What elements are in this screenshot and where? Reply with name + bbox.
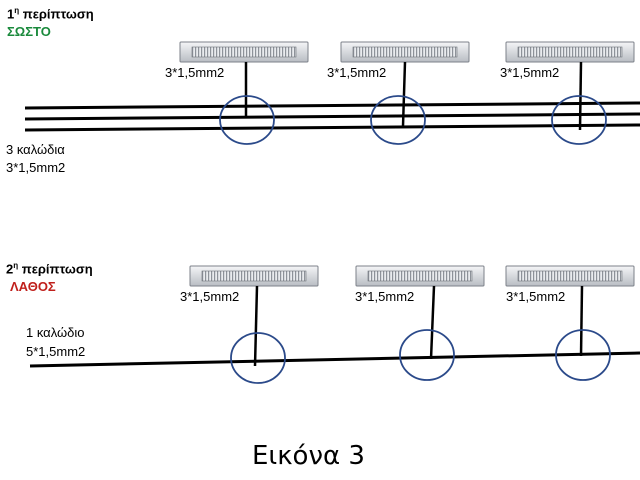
fixture-label-1: 3*1,5mm2 bbox=[165, 65, 225, 80]
cable-2 bbox=[24, 112, 640, 121]
light-fixture-5 bbox=[355, 265, 485, 287]
junction-circle-6 bbox=[555, 329, 611, 381]
drop-wire-4 bbox=[253, 285, 259, 367]
case2-cable-spec: 5*1,5mm2 bbox=[26, 344, 86, 359]
case2-status: ΛΑΘΟΣ bbox=[10, 279, 56, 294]
drop-wire-2 bbox=[401, 61, 407, 127]
single-cable bbox=[29, 351, 640, 368]
drop-wire-5 bbox=[429, 285, 436, 360]
drop-wire-6 bbox=[579, 285, 584, 357]
fixture-label-6: 3*1,5mm2 bbox=[506, 289, 566, 304]
figure-caption: Εικόνα 3 bbox=[252, 441, 365, 471]
light-fixture-1 bbox=[179, 41, 309, 63]
cable-1 bbox=[24, 101, 640, 110]
case2-cable-count: 1 καλώδιο bbox=[26, 325, 85, 340]
light-fixture-4 bbox=[189, 265, 319, 287]
junction-circle-2 bbox=[370, 95, 426, 145]
light-fixture-3 bbox=[505, 41, 635, 63]
case1-cable-spec: 3*1,5mm2 bbox=[6, 160, 66, 175]
case1-heading: 1η περίπτωση bbox=[7, 6, 94, 22]
fixture-label-4: 3*1,5mm2 bbox=[180, 289, 240, 304]
fixture-label-2: 3*1,5mm2 bbox=[327, 65, 387, 80]
fixture-label-3: 3*1,5mm2 bbox=[500, 65, 560, 80]
cable-3 bbox=[24, 123, 640, 132]
junction-circle-4 bbox=[230, 332, 286, 384]
junction-circle-5 bbox=[399, 329, 455, 381]
junction-circle-1 bbox=[219, 95, 275, 145]
case1-cable-count: 3 καλώδια bbox=[6, 142, 65, 157]
junction-circle-3 bbox=[551, 95, 607, 145]
light-fixture-2 bbox=[340, 41, 470, 63]
case2-heading: 2η περίπτωση bbox=[6, 261, 93, 277]
light-fixture-6 bbox=[505, 265, 635, 287]
case1-status: ΣΩΣΤΟ bbox=[7, 24, 51, 39]
fixture-label-5: 3*1,5mm2 bbox=[355, 289, 415, 304]
